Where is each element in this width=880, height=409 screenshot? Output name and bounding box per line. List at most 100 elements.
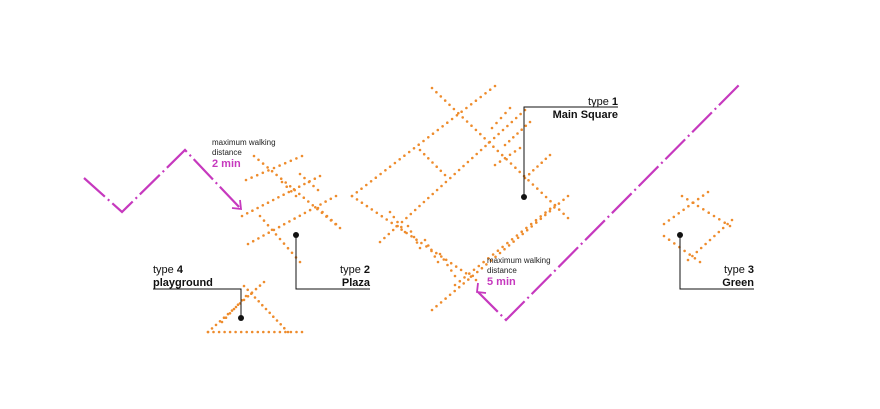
grid-dot bbox=[300, 330, 304, 334]
grid-dot bbox=[479, 148, 483, 152]
grid-dot bbox=[278, 237, 282, 241]
grid-dot bbox=[431, 161, 434, 164]
grid-dot bbox=[534, 218, 538, 222]
grid-dot bbox=[461, 116, 465, 119]
grid-dot bbox=[498, 160, 502, 163]
grid-dot bbox=[273, 330, 276, 334]
grid-dot bbox=[254, 287, 258, 291]
grid-dot bbox=[482, 260, 485, 264]
grid-dot bbox=[453, 172, 457, 176]
grid-dot bbox=[378, 240, 382, 244]
grid-dot bbox=[390, 221, 394, 225]
grid-dot bbox=[379, 172, 382, 176]
marker-type2 bbox=[293, 232, 299, 238]
grid-dot bbox=[228, 330, 232, 334]
grid-dot bbox=[245, 212, 249, 215]
grid-dot bbox=[474, 278, 478, 282]
grid-dot bbox=[422, 200, 426, 204]
grid-dot bbox=[261, 303, 264, 307]
grid-dot bbox=[530, 225, 533, 228]
grid-dot bbox=[479, 132, 482, 136]
label-type4: type 4 playground bbox=[153, 264, 213, 289]
grid-dot bbox=[206, 330, 210, 334]
grid-dot bbox=[246, 295, 250, 298]
grid-dot bbox=[303, 211, 307, 215]
grid-dot bbox=[430, 86, 434, 90]
grid-dot bbox=[418, 148, 422, 152]
grid-dot bbox=[439, 169, 443, 173]
grid-dot bbox=[266, 223, 270, 227]
leader-type1 bbox=[523, 106, 618, 197]
green-dotted-grid bbox=[662, 190, 734, 264]
grid-dot bbox=[491, 253, 495, 256]
grid-dot bbox=[210, 327, 214, 330]
grid-dot bbox=[246, 288, 249, 292]
grid-dot bbox=[435, 188, 439, 192]
grid-dot bbox=[524, 124, 528, 128]
grid-dot bbox=[298, 172, 302, 176]
grid-dot bbox=[355, 191, 359, 194]
grid-dot bbox=[566, 216, 570, 220]
grid-dot bbox=[431, 192, 435, 196]
label-type3: type 3 Green bbox=[722, 264, 754, 289]
grid-dot bbox=[289, 330, 293, 334]
grid-dot bbox=[387, 232, 391, 236]
grid-dot bbox=[503, 143, 507, 147]
grid-dot bbox=[280, 180, 284, 184]
grid-dot bbox=[298, 260, 302, 264]
grid-dot bbox=[467, 278, 470, 281]
grid-dot bbox=[307, 180, 311, 184]
grid-dot bbox=[388, 210, 392, 214]
grid-dot bbox=[282, 193, 285, 196]
grid-dot bbox=[691, 254, 694, 258]
grid-dot bbox=[264, 307, 268, 311]
grid-dot bbox=[682, 208, 685, 212]
grid-dot bbox=[662, 234, 666, 238]
grid-dot bbox=[383, 236, 386, 240]
grid-dot bbox=[446, 263, 449, 267]
grid-dot bbox=[485, 263, 488, 266]
grid-dot bbox=[415, 238, 418, 241]
grid-dot bbox=[463, 276, 466, 279]
grid-dot bbox=[468, 272, 471, 275]
grid-dot bbox=[474, 99, 478, 102]
walk-arrow-5min bbox=[476, 282, 487, 294]
grid-dot bbox=[374, 176, 378, 179]
grid-dot bbox=[297, 185, 301, 188]
label-type1: type 1 Main Square bbox=[552, 96, 618, 121]
grid-dot bbox=[223, 330, 226, 334]
grid-dot bbox=[430, 249, 433, 253]
grid-dot bbox=[409, 230, 413, 233]
marker-type1 bbox=[521, 194, 527, 200]
grid-dot bbox=[409, 212, 413, 216]
grid-dot bbox=[261, 171, 265, 175]
grid-dot bbox=[250, 176, 253, 179]
grid-dot bbox=[262, 219, 266, 222]
grid-dot bbox=[495, 121, 498, 125]
grid-dot bbox=[407, 150, 411, 154]
grid-dot bbox=[698, 260, 702, 264]
grid-dot bbox=[548, 209, 552, 213]
grid-dot bbox=[469, 103, 473, 106]
grid-dot bbox=[268, 311, 272, 315]
grid-dot bbox=[723, 221, 726, 224]
grid-dot bbox=[212, 330, 215, 334]
grid-dot bbox=[403, 154, 406, 157]
grid-dot bbox=[520, 128, 523, 131]
grid-dot bbox=[501, 245, 504, 249]
grid-dot bbox=[370, 208, 374, 211]
grid-dot bbox=[275, 319, 279, 322]
grid-dot bbox=[338, 226, 342, 230]
leader-type2 bbox=[295, 235, 370, 290]
grid-dot bbox=[487, 257, 490, 260]
grid-dot bbox=[730, 218, 734, 222]
grid-dot bbox=[244, 178, 248, 182]
grid-dot bbox=[553, 206, 556, 209]
grid-dot bbox=[454, 265, 458, 268]
playground-dotted-grid bbox=[206, 280, 304, 334]
grid-dot bbox=[512, 240, 515, 243]
grid-dot bbox=[450, 269, 453, 272]
grid-dot bbox=[489, 259, 493, 262]
grid-dot bbox=[318, 174, 322, 178]
grid-dot bbox=[230, 309, 234, 312]
